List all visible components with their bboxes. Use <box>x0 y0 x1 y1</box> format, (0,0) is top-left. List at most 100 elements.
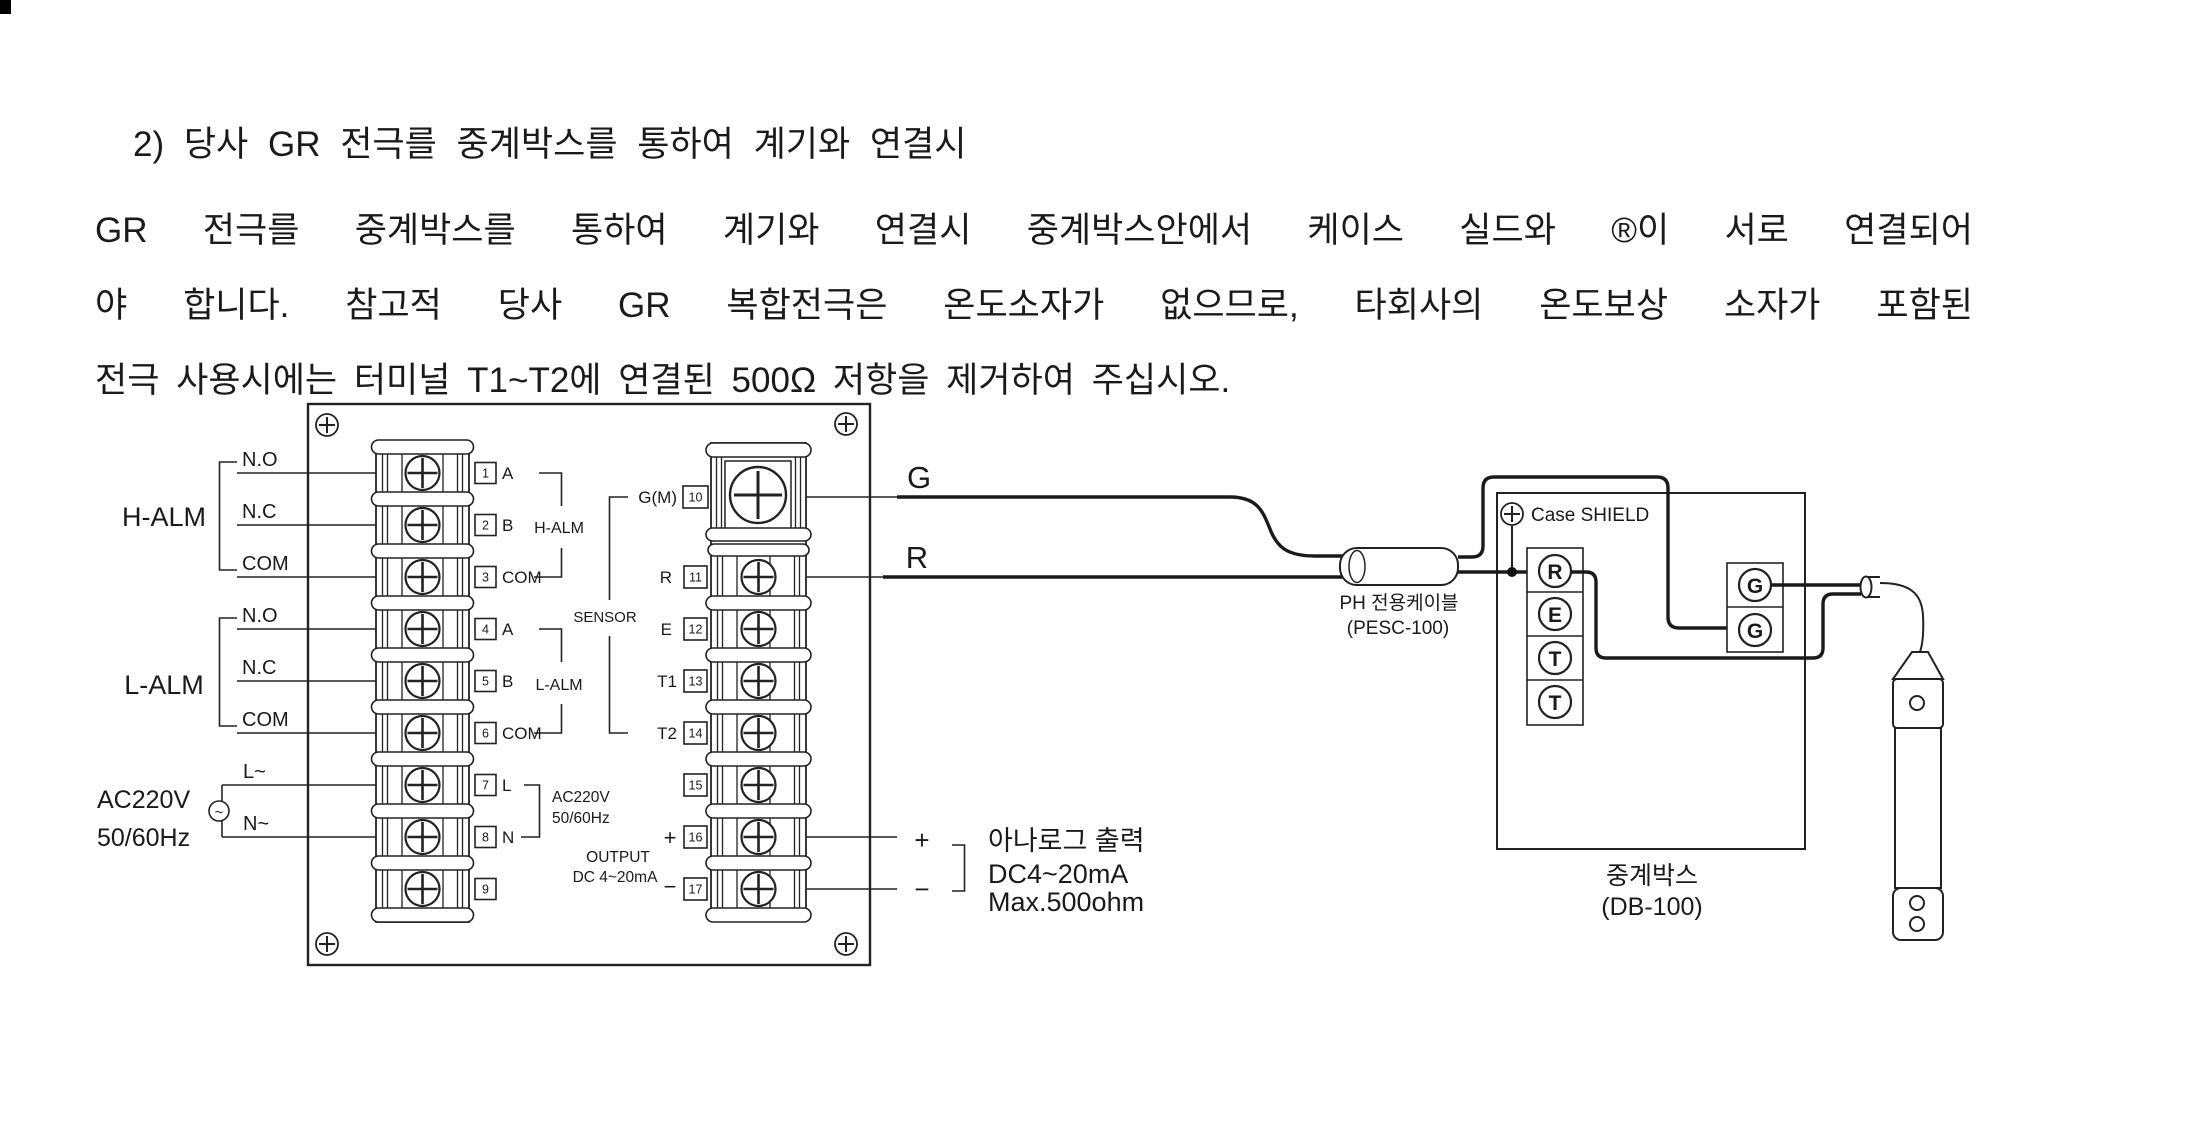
terminal-screw-icon <box>404 714 441 752</box>
wire-g-label: G <box>907 460 931 495</box>
h-alm-nc-label: N.C <box>242 501 276 523</box>
terminal-screw-icon <box>740 610 777 648</box>
terminal-screw-icon <box>740 870 777 908</box>
shield-junction-dot <box>1507 567 1517 577</box>
terminal-4-letter: A <box>502 620 514 639</box>
terminal-1-letter: A <box>502 464 514 483</box>
terminal-11-letter: R <box>660 568 672 587</box>
terminal-9: 9 <box>482 883 489 897</box>
terminal-8: 8 <box>482 831 489 845</box>
terminal-screw-icon <box>404 610 441 648</box>
terminal-11: 11 <box>689 571 702 585</box>
terminal-screw-icon <box>404 506 441 544</box>
l-alm-no-label: N.O <box>242 605 278 627</box>
relay-box-name: 중계박스 <box>1606 862 1698 890</box>
cable-model: (PESC-100) <box>1347 618 1449 639</box>
ac-tilde: ~ <box>215 804 224 821</box>
output-label: OUTPUT <box>586 849 650 866</box>
terminal-2-letter: B <box>502 516 513 535</box>
terminal-4: 4 <box>482 623 489 637</box>
terminal-screw-icon <box>740 662 777 700</box>
relay-ground-terminals: G G <box>1726 562 1784 653</box>
terminal-screw-icon <box>728 465 788 525</box>
ac220v-label: AC220V <box>97 786 190 814</box>
relay-terminal-r: R <box>1547 561 1562 584</box>
terminal-screw-icon <box>404 558 441 596</box>
sensor-wires: G R PH 전용케이블 (PESC-100) <box>806 460 1737 639</box>
terminal-screw-icon <box>740 558 777 596</box>
analog-range: DC4~20mA <box>988 859 1128 889</box>
terminal-1: 1 <box>482 467 489 481</box>
terminal-strip-left <box>370 439 475 923</box>
case-shield-label: Case SHIELD <box>1531 505 1649 526</box>
terminal-6: 6 <box>482 727 489 741</box>
line-l-label: L~ <box>243 761 266 783</box>
relay-terminal-t1: T <box>1549 648 1562 671</box>
l-alm-nc-label: N.C <box>242 657 276 679</box>
terminal-screw-icon <box>404 454 441 492</box>
paragraph-line-4: 전극 사용시에는 터미널 T1~T2에 연결된 500Ω 저항을 제거하여 주십… <box>95 361 1231 400</box>
panel-screw-icon <box>315 932 339 956</box>
terminal-3: 3 <box>482 571 489 585</box>
terminal-17-minus: − <box>664 874 677 899</box>
terminal-12-letter: E <box>661 620 672 639</box>
sensor-label: SENSOR <box>573 609 637 626</box>
strip-separator-bars <box>370 439 475 923</box>
panel-function-brackets: H-ALM L-ALM SENSOR AC220V 50/60Hz OUTPUT… <box>521 472 677 899</box>
panel-screw-icon <box>315 413 339 437</box>
analog-minus: − <box>914 874 929 904</box>
analog-title: 아나로그 출력 <box>988 826 1145 856</box>
terminal-3-letter: COM <box>502 568 542 587</box>
relay-terminals: R E T T <box>1526 547 1584 726</box>
terminal-strip-right <box>705 442 812 923</box>
shield-screw-icon <box>1500 502 1524 526</box>
analog-plus: + <box>914 825 929 855</box>
terminal-12: 12 <box>689 623 703 637</box>
relay-terminal-g2: G <box>1747 620 1763 643</box>
line-n-label: N~ <box>243 813 269 835</box>
paragraph-line-1: 2) 당사 GR 전극를 중계박스를 통하여 계기와 연결시 <box>133 125 967 164</box>
terminal-screw-icon <box>404 818 441 856</box>
terminal-10: 10 <box>689 491 703 505</box>
paragraph-line-2: GR 전극를 중계박스를 통하여 계기와 연결시 중계박스안에서 케이스 실드와… <box>95 211 1973 250</box>
terminal-16-plus: + <box>664 825 677 850</box>
relay-box-model: (DB-100) <box>1601 893 1702 921</box>
relay-terminal-t2: T <box>1549 692 1562 715</box>
ac-source-icon <box>208 800 230 822</box>
analog-output: + − 아나로그 출력 DC4~20mA Max.500ohm <box>806 825 1145 917</box>
freq-label: 50/60Hz <box>97 824 190 852</box>
connector-icon <box>1859 575 1873 599</box>
terminal-7: 7 <box>482 779 489 793</box>
terminal-screw-icon <box>740 818 777 856</box>
terminal-2: 2 <box>482 519 489 533</box>
terminal-17: 17 <box>689 883 703 897</box>
bracket-l-alm: L-ALM <box>535 677 582 694</box>
terminal-screw-icon <box>404 870 441 908</box>
bracket-ac220v: AC220V <box>552 789 610 806</box>
h-alm-com-label: COM <box>242 553 289 575</box>
terminal-screw-icon <box>404 766 441 804</box>
electrode-probe <box>1859 575 1945 941</box>
cable-sleeve <box>1339 547 1459 586</box>
terminal-13: 13 <box>689 675 703 689</box>
bracket-freq: 50/60Hz <box>552 810 610 827</box>
terminal-5-letter: B <box>502 672 513 691</box>
terminal-10-letter: G(M) <box>638 488 677 507</box>
h-alm-label: H-ALM <box>122 502 206 532</box>
electrode-wires <box>1571 570 1861 660</box>
probe-hole <box>1909 895 1925 911</box>
terminal-8-letter: N <box>502 828 514 847</box>
output-range-label: DC 4~20mA <box>573 869 659 886</box>
analog-load: Max.500ohm <box>988 887 1144 917</box>
terminal-screw-icon <box>740 766 777 804</box>
terminal-16: 16 <box>689 831 703 845</box>
probe-hole <box>1909 695 1925 711</box>
terminal-14-letter: T2 <box>657 724 677 743</box>
h-alm-no-label: N.O <box>242 449 278 471</box>
panel-screw-icon <box>834 412 858 436</box>
terminal-7-letter: L <box>502 776 511 795</box>
wire-r-label: R <box>906 540 928 575</box>
bracket-h-alm: H-ALM <box>534 520 584 537</box>
